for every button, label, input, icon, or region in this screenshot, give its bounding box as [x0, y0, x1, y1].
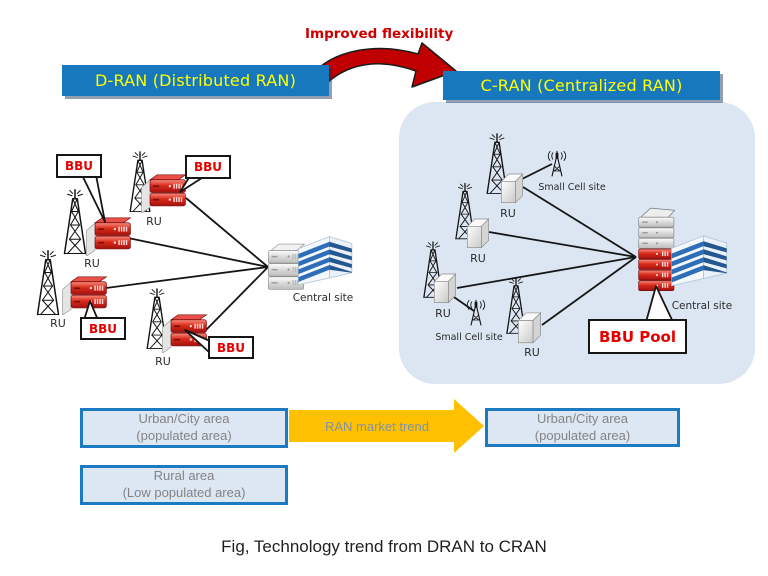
central-site-label: Central site [671, 300, 733, 312]
urban-area-right-line2: (populated area) [534, 427, 631, 443]
bbu-callout-label: BBU [88, 321, 118, 336]
bbu-callout: BBU [56, 154, 102, 178]
ru-label: RU [435, 307, 451, 320]
rural-area-line1: Rural area [153, 468, 215, 484]
small-cell-site-label: Small Cell site [435, 332, 503, 343]
dran-header: D-RAN (Distributed RAN) [62, 65, 329, 96]
urban-area-box-right: Urban/City area (populated area) [485, 408, 680, 447]
ru-label: RU [146, 215, 162, 228]
bbu-pool-label: BBU Pool [598, 327, 676, 346]
figure-caption: Fig, Technology trend from DRAN to CRAN [221, 537, 547, 556]
small-cell-site-label: Small Cell site [538, 182, 606, 193]
bbu-callout-label: BBU [193, 160, 223, 174]
bbu-callout-label: BBU [216, 340, 246, 355]
ru-label: RU [84, 257, 100, 270]
bbu-callout-label: BBU [64, 159, 94, 173]
urban-area-right-line1: Urban/City area [536, 410, 629, 426]
urban-area-left-line2: (populated area) [136, 428, 232, 443]
ru-label: RU [155, 355, 171, 368]
ru-label: RU [50, 317, 66, 330]
ru-label: RU [500, 207, 516, 220]
ru-label: RU [470, 252, 486, 265]
rural-area-box: Rural area (Low populated area) [80, 465, 288, 505]
bbu-callout: BBU [208, 336, 254, 359]
cran-header: C-RAN (Centralized RAN) [443, 71, 720, 100]
ran-market-trend-arrow [289, 399, 484, 453]
bbu-callout: BBU [80, 317, 126, 340]
cran-header-label: C-RAN (Centralized RAN) [480, 76, 683, 95]
urban-area-left-line1: Urban/City area [138, 411, 230, 427]
bbu-callout: BBU [185, 155, 231, 179]
improved-flexibility-label: Improved flexibility [305, 26, 454, 42]
dran-header-label: D-RAN (Distributed RAN) [94, 71, 297, 90]
central-site-label: Central site [292, 292, 354, 304]
urban-area-box-left: Urban/City area (populated area) [80, 408, 288, 448]
ran-market-trend-label: RAN market trend [324, 419, 430, 434]
ru-label: RU [524, 346, 540, 359]
bbu-pool-callout: BBU Pool [588, 319, 687, 354]
rural-area-line2: (Low populated area) [122, 485, 246, 500]
